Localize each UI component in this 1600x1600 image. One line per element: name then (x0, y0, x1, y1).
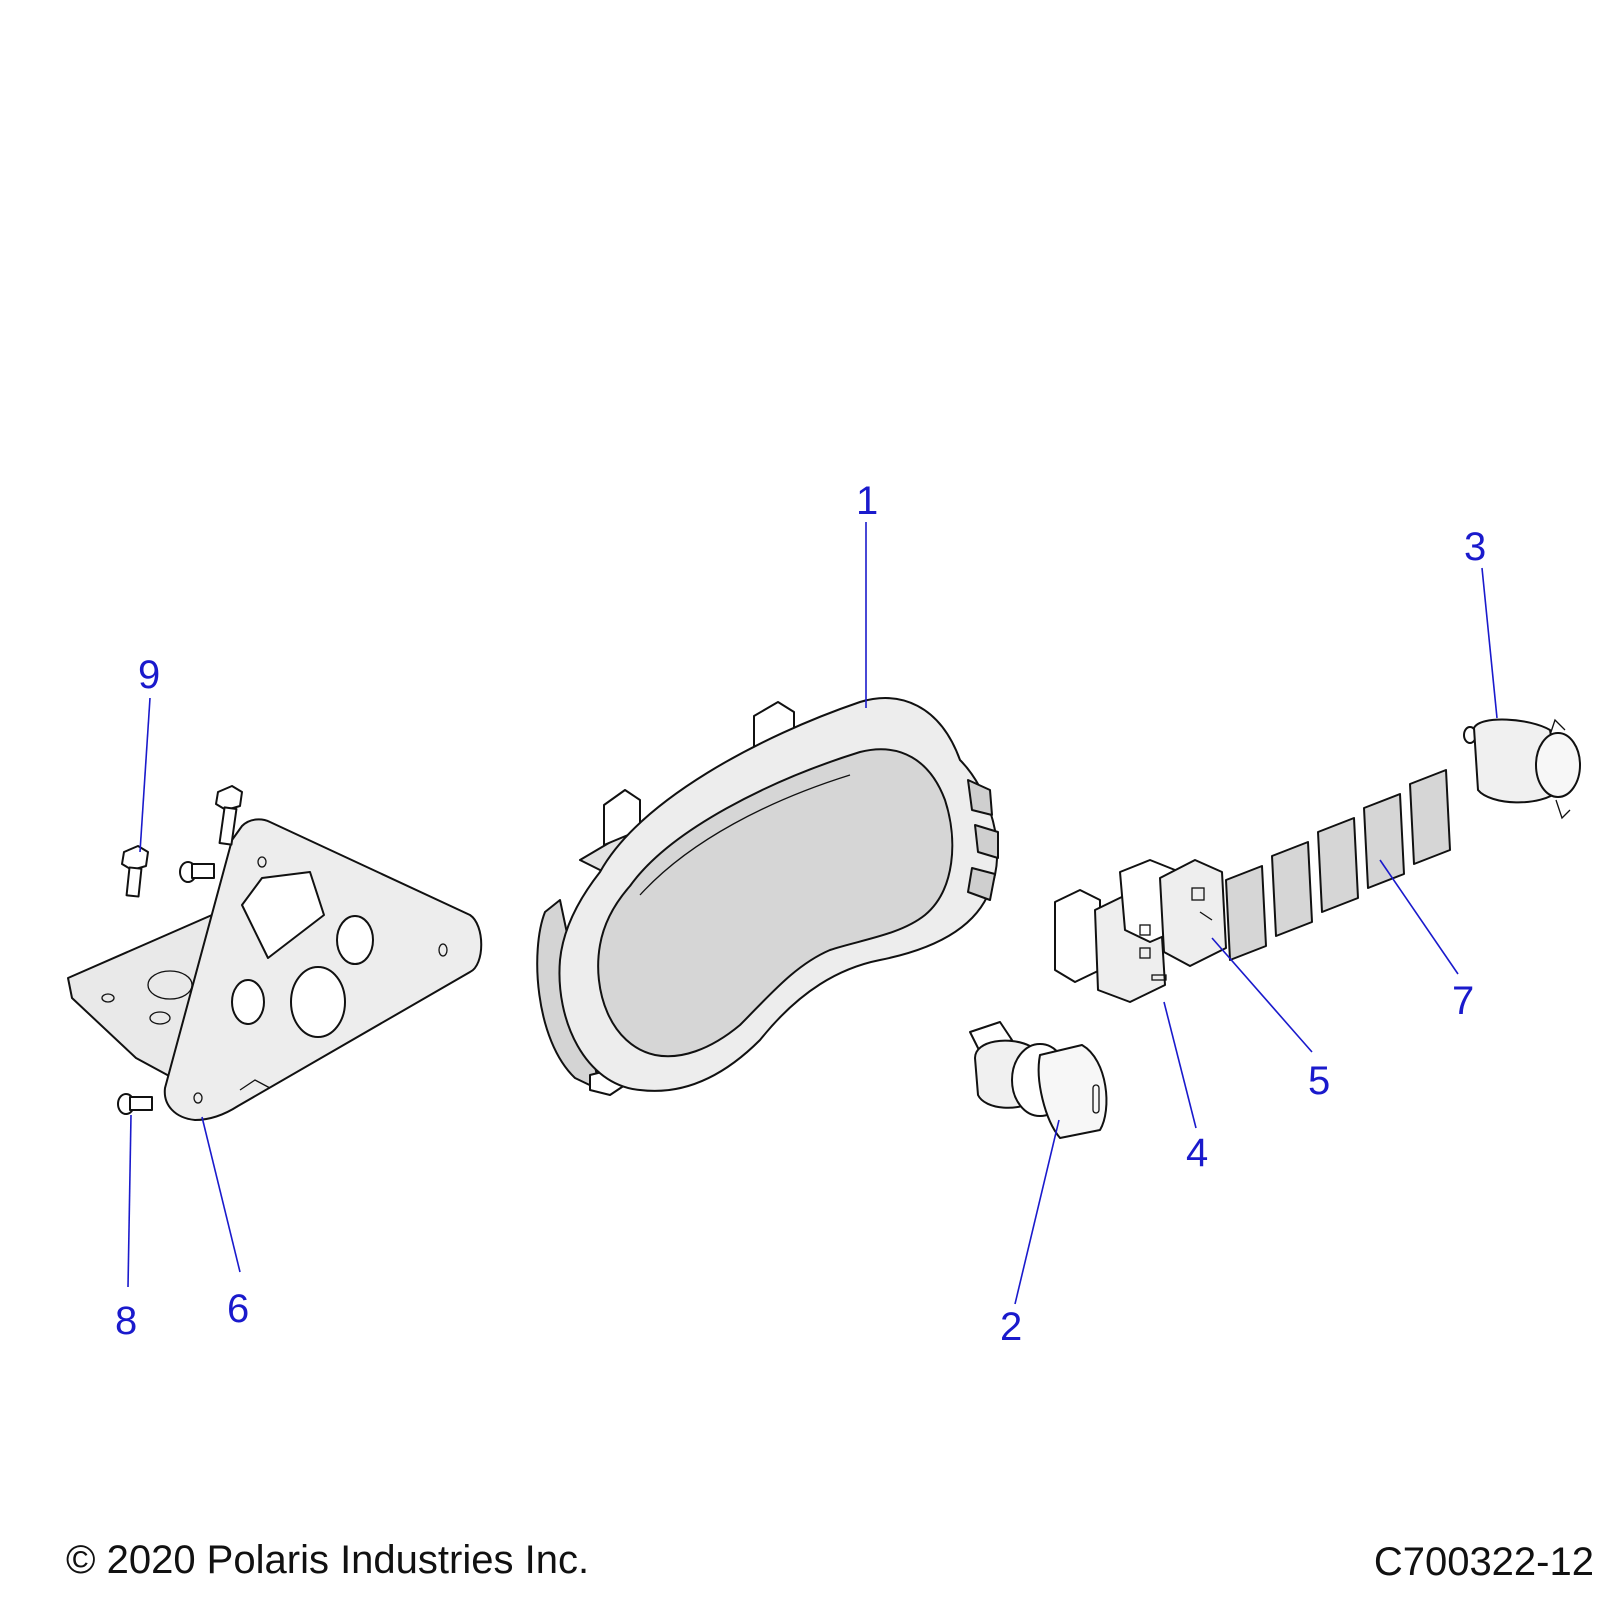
screws (117, 861, 215, 1115)
switch-blanks (1225, 769, 1451, 961)
callout-4: 4 (1186, 1131, 1208, 1175)
rocker-switches (1054, 859, 1227, 1003)
callout-numbers: 1 2 3 4 5 6 7 8 9 (115, 479, 1486, 1349)
callout-5: 5 (1308, 1059, 1330, 1103)
callout-9: 9 (138, 653, 160, 697)
callout-7: 7 (1452, 979, 1474, 1023)
drawing-number: C700322-12 (1373, 1540, 1594, 1584)
mounting-bracket (67, 818, 483, 1121)
flange-bolts (121, 785, 243, 898)
power-outlet (1463, 718, 1581, 820)
instrument-cluster (536, 697, 999, 1096)
copyright-notice: © 2020 Polaris Industries Inc. (66, 1538, 590, 1582)
callout-6: 6 (227, 1287, 249, 1331)
callout-2: 2 (1000, 1305, 1022, 1349)
ignition-switch (969, 1021, 1108, 1139)
callout-8: 8 (115, 1299, 137, 1343)
leader-lines (127, 522, 1498, 1305)
callout-3: 3 (1464, 525, 1486, 569)
callout-1: 1 (856, 479, 878, 523)
